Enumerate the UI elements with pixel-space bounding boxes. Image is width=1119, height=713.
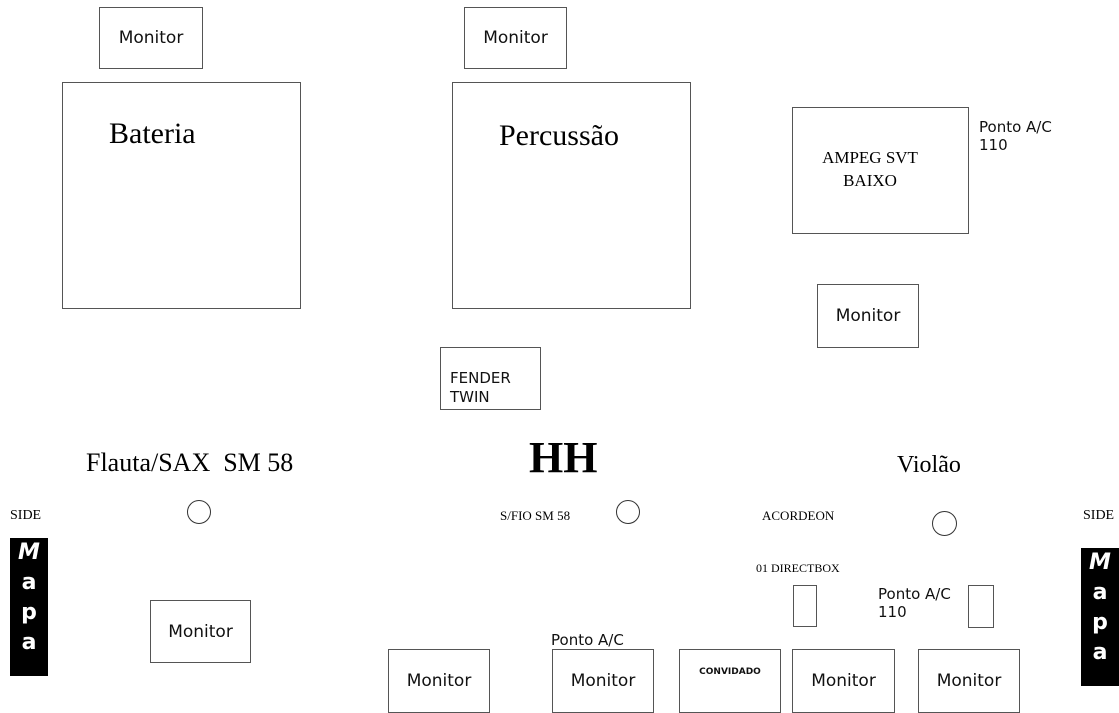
hh-label: HH xyxy=(529,433,598,482)
mapa-letter: M xyxy=(18,540,40,565)
convidado-label: CONVIDADO xyxy=(699,667,761,677)
fender-twin-amp: FENDER TWIN xyxy=(440,347,541,410)
direct-box xyxy=(793,585,817,627)
convidado-box: CONVIDADO xyxy=(679,649,781,713)
monitor-front-2: Monitor xyxy=(552,649,654,713)
power-point-top-line-2: 110 xyxy=(979,136,1008,154)
mapa-letter: a xyxy=(21,630,37,655)
percussao-area: Percussão xyxy=(452,82,691,309)
ampeg-line-2: BAIXO xyxy=(843,171,897,190)
mapa-banner-left: M a p a xyxy=(10,538,48,676)
ampeg-line-1: AMPEG SVT xyxy=(822,148,918,167)
mapa-letter: p xyxy=(1092,610,1108,635)
mapa-letter: p xyxy=(21,600,37,625)
fender-line-1: FENDER xyxy=(450,369,511,387)
mic-flauta xyxy=(187,500,211,524)
violao-label: Violão xyxy=(897,452,961,478)
mapa-letter: a xyxy=(1092,580,1108,605)
monitor-front-1: Monitor xyxy=(388,649,490,713)
bateria-label: Bateria xyxy=(109,117,196,150)
fender-label: FENDER TWIN xyxy=(450,369,511,407)
flauta-sax-label: Flauta/SAX SM 58 xyxy=(86,448,294,477)
mapa-letter: M xyxy=(1089,550,1111,575)
ampeg-label: AMPEG SVT BAIXO xyxy=(793,146,947,192)
monitor-front-4: Monitor xyxy=(918,649,1020,713)
ampeg-amp: AMPEG SVT BAIXO xyxy=(792,107,969,234)
fender-line-2: TWIN xyxy=(450,388,490,406)
mic-sfio xyxy=(616,500,640,524)
acordeon-label: ACORDEON xyxy=(762,508,835,523)
mic-violao xyxy=(932,511,957,536)
monitor-front-3: Monitor xyxy=(792,649,895,713)
mapa-letter: a xyxy=(21,570,37,595)
mapa-letter: a xyxy=(1092,640,1108,665)
monitor-percussion: Monitor xyxy=(464,7,567,69)
sfio-label: S/FIO SM 58 xyxy=(500,508,571,523)
power-point-center-line-1: Ponto A/C xyxy=(551,631,624,649)
power-point-right-line-2: 110 xyxy=(878,603,907,621)
mapa-banner-right: M a p a xyxy=(1081,548,1119,686)
power-point-right-line-1: Ponto A/C xyxy=(878,585,951,603)
percussao-label: Percussão xyxy=(499,119,619,152)
side-label-left: SIDE xyxy=(10,508,42,523)
directbox-label: 01 DIRECTBOX xyxy=(756,561,840,575)
power-point-top-line-1: Ponto A/C xyxy=(979,118,1052,136)
monitor-drums: Monitor xyxy=(99,7,203,69)
monitor-bass: Monitor xyxy=(817,284,919,348)
power-point-top: Ponto A/C 110 xyxy=(979,118,1052,154)
bateria-area: Bateria xyxy=(62,82,301,309)
power-point-right: Ponto A/C 110 xyxy=(878,585,951,621)
side-label-right: SIDE xyxy=(1083,508,1115,523)
power-point-box xyxy=(968,585,994,628)
monitor-flauta: Monitor xyxy=(150,600,251,663)
